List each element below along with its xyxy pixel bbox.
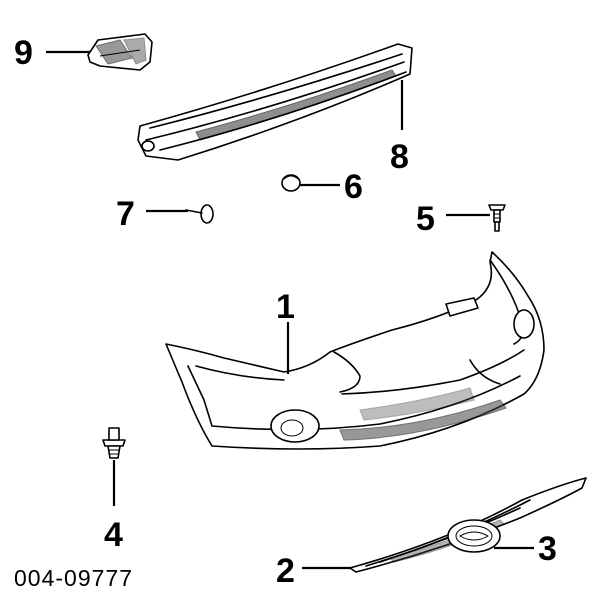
callout-2: 2 xyxy=(276,552,295,590)
part-7-push-pin xyxy=(185,204,214,224)
callout-1: 1 xyxy=(276,288,295,326)
part-8-reinforcement-bar xyxy=(137,43,413,161)
part-1-bumper-fascia xyxy=(165,251,545,450)
callout-8: 8 xyxy=(390,138,409,176)
part-6-plug xyxy=(281,174,301,192)
callout-6: 6 xyxy=(344,168,363,206)
callout-7: 7 xyxy=(116,195,135,233)
callout-3: 3 xyxy=(538,530,557,568)
callout-9: 9 xyxy=(14,34,33,72)
part-4-clip xyxy=(102,427,126,459)
part-5-fastener xyxy=(488,204,506,232)
callout-4: 4 xyxy=(104,516,123,554)
part-3-emblem xyxy=(447,519,501,553)
callout-5: 5 xyxy=(416,200,435,238)
document-id: 004-09777 xyxy=(14,565,133,591)
part-9-bracket xyxy=(87,33,153,71)
